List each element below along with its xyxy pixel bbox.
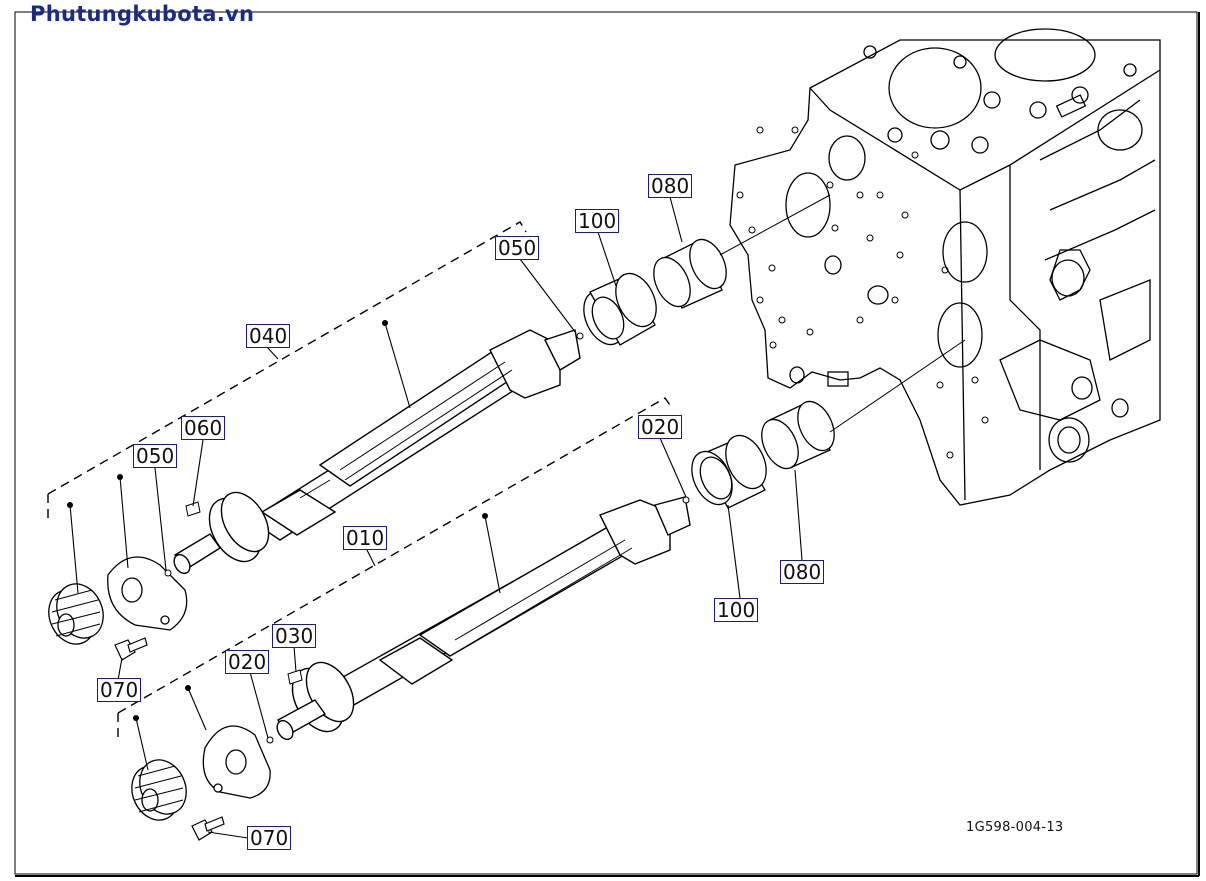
lower-plate xyxy=(202,725,271,799)
callout-100-bottom[interactable]: 100 xyxy=(714,598,759,622)
lower-bolt xyxy=(191,816,225,841)
upper-shaft xyxy=(173,329,581,575)
callout-070-top[interactable]: 070 xyxy=(97,678,142,702)
leader-lines xyxy=(69,196,803,839)
callout-060[interactable]: 060 xyxy=(181,416,226,440)
page-border xyxy=(14,11,1198,875)
upper-shaft-ribs xyxy=(299,361,513,499)
lower-bushing-080 xyxy=(761,400,835,470)
upper-bushing-080 xyxy=(653,238,727,309)
callout-100-top[interactable]: 100 xyxy=(575,209,620,233)
callout-010[interactable]: 010 xyxy=(343,526,388,550)
callout-040[interactable]: 040 xyxy=(246,324,291,348)
watermark: Phutungkubota.vn xyxy=(30,2,255,26)
upper-bushing-100 xyxy=(583,272,657,346)
bracket-040 xyxy=(47,221,527,520)
upper-gear xyxy=(48,583,104,645)
lower-shaft-ribs xyxy=(454,539,633,651)
callout-070-bottom[interactable]: 070 xyxy=(247,826,292,850)
callout-020-right[interactable]: 020 xyxy=(638,415,683,439)
leader-dots xyxy=(67,320,488,721)
callout-080-bottom[interactable]: 080 xyxy=(780,560,825,584)
callout-020-left[interactable]: 020 xyxy=(225,650,270,674)
engine-block-holes xyxy=(736,126,989,459)
callout-050-top[interactable]: 050 xyxy=(495,236,540,260)
lower-ball-020 xyxy=(682,496,690,504)
lower-shaft xyxy=(276,496,691,741)
upper-ball-050 xyxy=(576,332,584,340)
lower-gear xyxy=(131,759,187,821)
upper-bolt xyxy=(114,637,148,661)
callout-030[interactable]: 030 xyxy=(272,624,317,648)
upper-key-050 xyxy=(164,569,172,577)
axis-lines xyxy=(719,194,966,433)
diagram-code: 1G598-004-13 xyxy=(966,820,1064,835)
upper-plate xyxy=(107,556,188,631)
callout-050-left[interactable]: 050 xyxy=(133,444,178,468)
lower-bushing-100 xyxy=(691,434,767,509)
callout-080-top[interactable]: 080 xyxy=(648,174,693,198)
lower-key-020 xyxy=(266,736,274,744)
bracket-010 xyxy=(117,397,673,740)
engine-block xyxy=(729,28,1161,506)
key-060 xyxy=(185,501,201,517)
